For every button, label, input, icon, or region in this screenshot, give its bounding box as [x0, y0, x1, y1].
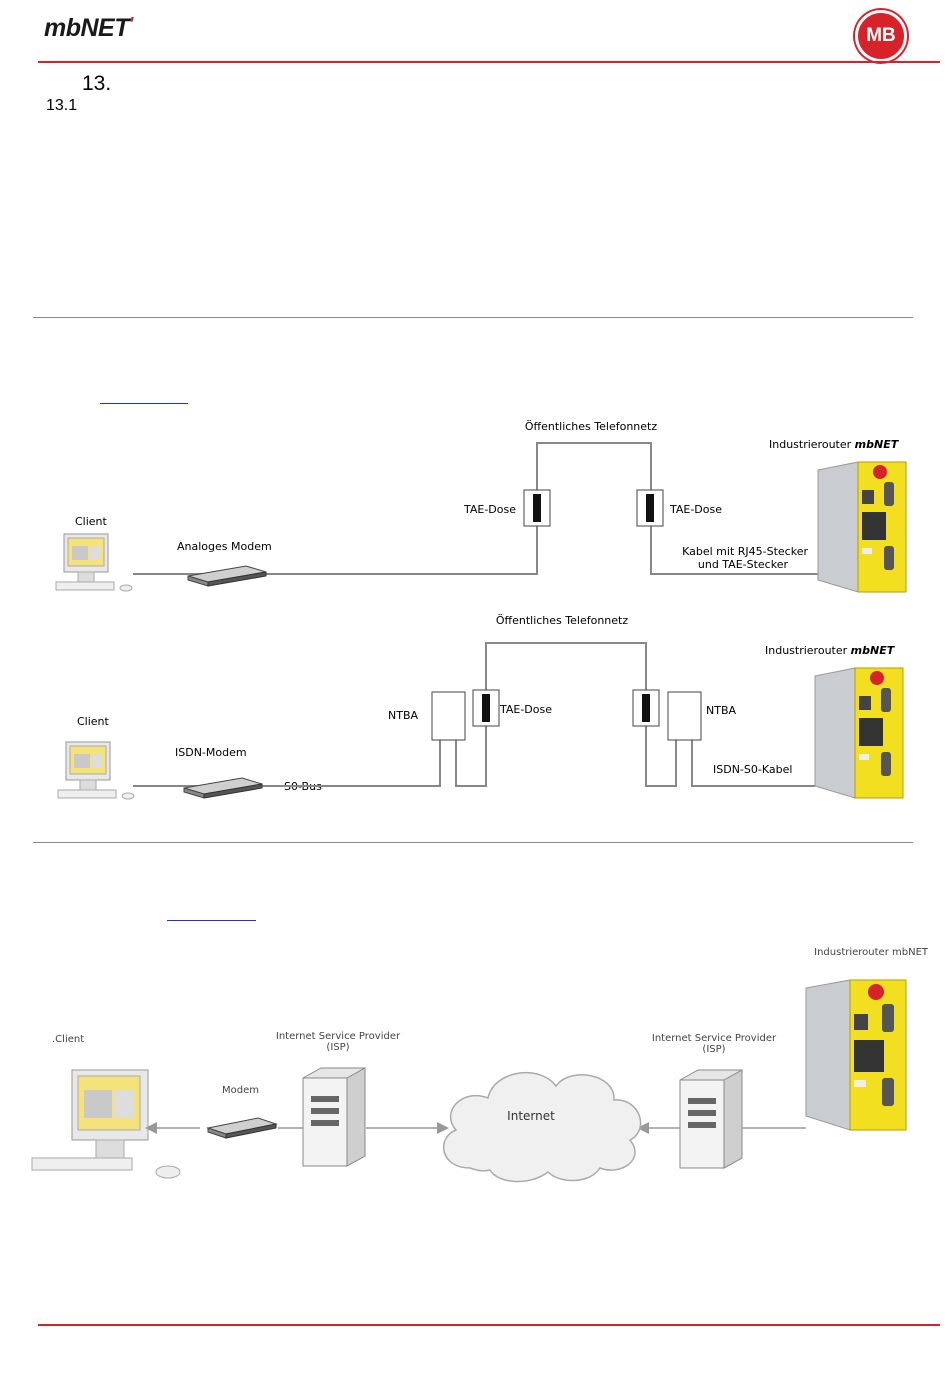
- modem: [206, 1117, 278, 1139]
- isp-label: (ISP): [326, 1042, 349, 1053]
- socket-label: TAE-Dose: [499, 703, 552, 716]
- figure-link[interactable]: [100, 403, 188, 404]
- ntba-label: NTBA: [388, 709, 418, 722]
- footer-rule: [38, 1324, 940, 1326]
- client-label: Client: [77, 715, 110, 728]
- industrial-router: [814, 667, 904, 799]
- cable-line: [645, 726, 677, 787]
- tae-socket: [523, 489, 551, 527]
- cable-label: ISDN-S0-Kabel: [713, 763, 792, 776]
- cable-line: [455, 726, 487, 787]
- analog-connection-diagram: Öffentliches Telefonnetz Industrierouter…: [55, 420, 907, 593]
- industrial-router: [817, 461, 907, 593]
- industrial-router: [805, 979, 907, 1131]
- isdn-connection-diagram: Öffentliches Telefonnetz Industrierouter…: [57, 614, 904, 800]
- client-label: Client: [75, 515, 108, 528]
- socket-label: TAE-Dose: [463, 503, 516, 516]
- ntba-label: NTBA: [706, 704, 736, 717]
- section-divider: [33, 842, 913, 843]
- modem-label: ISDN-Modem: [175, 746, 247, 759]
- tae-socket: [636, 489, 664, 527]
- client-computer: [55, 533, 133, 592]
- modem-label: Modem: [222, 1085, 259, 1096]
- isp-label: Internet Service Provider: [276, 1031, 401, 1042]
- telephone-network-line: [536, 442, 652, 490]
- client-computer: [31, 1069, 181, 1179]
- router-label: Industrierouter mbNET: [765, 644, 896, 657]
- cable-label: und TAE-Stecker: [698, 558, 789, 571]
- isp-label: Internet Service Provider: [652, 1033, 777, 1044]
- chapter-number: 13.: [82, 72, 112, 95]
- cable-line: [650, 526, 818, 575]
- router-label: Industrierouter mbNET: [769, 438, 900, 451]
- mb-badge-logo: MB: [855, 10, 907, 62]
- isdn-modem: [183, 777, 263, 799]
- tae-socket: [472, 689, 500, 727]
- isp-label: (ISP): [702, 1044, 725, 1055]
- cable-line: [133, 526, 538, 575]
- tae-socket: [632, 689, 660, 727]
- internet-cloud: [442, 1072, 642, 1183]
- network-label: Öffentliches Telefonnetz: [496, 614, 628, 627]
- modem-label: Analoges Modem: [177, 540, 272, 553]
- figure-link[interactable]: [167, 920, 256, 921]
- internet-label: Internet: [507, 1109, 555, 1123]
- isp-server: [302, 1067, 366, 1167]
- ntba-box: [667, 691, 702, 741]
- ntba-box: [431, 691, 466, 741]
- mbnet-logo: mbNET': [44, 14, 133, 42]
- section-divider: [33, 317, 913, 318]
- internet-connection-diagram: Industrierouter mbNET .Client Modem Inte…: [31, 947, 929, 1183]
- socket-label: TAE-Dose: [669, 503, 722, 516]
- telephone-network-line: [485, 642, 647, 690]
- router-label: Industrierouter mbNET: [814, 947, 929, 958]
- client-computer: [57, 741, 135, 800]
- client-label: .Client: [52, 1034, 84, 1045]
- analog-modem: [187, 565, 267, 587]
- header-rule: [38, 61, 940, 63]
- cable-label: Kabel mit RJ45-Stecker: [682, 545, 808, 558]
- isp-server: [679, 1069, 743, 1169]
- cable-line: [691, 740, 815, 787]
- section-number: 13.1: [46, 97, 78, 114]
- network-label: Öffentliches Telefonnetz: [525, 420, 657, 433]
